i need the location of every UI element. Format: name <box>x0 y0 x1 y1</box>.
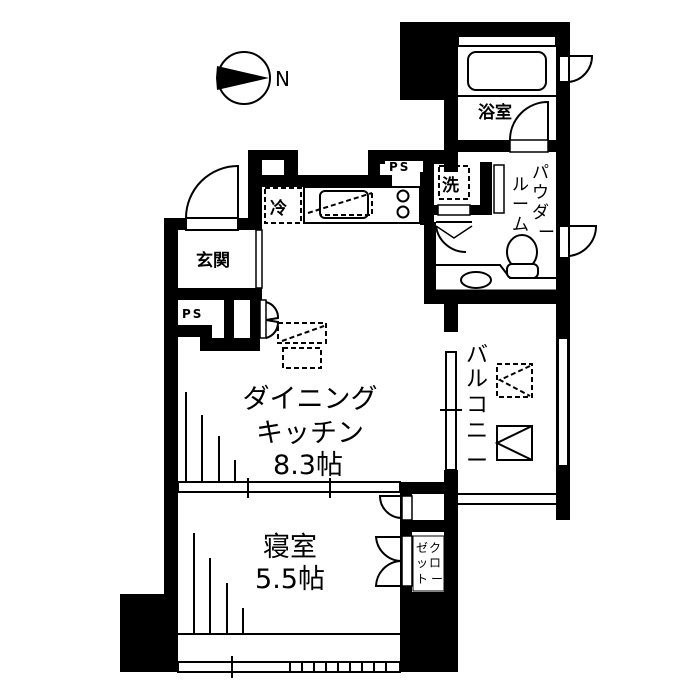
powder-room-label: パ ウ ダ ー ル ー ム <box>512 163 555 243</box>
svg-text:ー: ー <box>538 223 555 243</box>
powder-room-door[interactable] <box>435 221 473 254</box>
stove-burner-icon <box>396 205 410 219</box>
powder-room-exterior-door[interactable] <box>558 225 598 259</box>
compass: N <box>216 51 290 105</box>
ac-outdoor-unit-icon <box>496 363 533 398</box>
dining-kitchen-label: ダイニング キッチン 8.3帖 <box>243 384 378 481</box>
entrance-label: 玄関 <box>196 250 230 271</box>
svg-text:ウ: ウ <box>532 183 549 203</box>
svg-text:ッ: ッ <box>416 556 428 570</box>
bathtub-icon <box>467 51 547 91</box>
svg-text:ー: ー <box>512 195 529 215</box>
bathroom-door[interactable] <box>509 100 549 153</box>
fridge-icon <box>264 187 302 224</box>
svg-text:コ: コ <box>466 393 488 418</box>
svg-text:PS: PS <box>389 160 410 174</box>
bathroom-exterior-door[interactable] <box>558 55 594 83</box>
doors <box>185 55 598 587</box>
washbasin-icon <box>460 271 492 289</box>
svg-text:寝室: 寝室 <box>263 532 317 563</box>
svg-text:PS: PS <box>182 307 203 321</box>
bedroom-step-lines <box>193 533 244 634</box>
svg-text:冷: 冷 <box>270 198 287 219</box>
stove-burner-icon <box>396 189 410 203</box>
closet-door[interactable] <box>374 535 413 587</box>
svg-text:ゼ: ゼ <box>416 541 428 555</box>
north-arrow-icon <box>216 66 269 90</box>
svg-text:ク: ク <box>429 541 441 555</box>
svg-text:バ: バ <box>466 343 488 368</box>
svg-text:ニ: ニ <box>466 419 488 444</box>
svg-text:キッチン: キッチン <box>256 418 364 449</box>
windows <box>177 35 569 678</box>
storage-door[interactable] <box>259 299 280 339</box>
svg-text:ダイニング: ダイニング <box>243 384 378 415</box>
toilet-icon <box>506 234 539 279</box>
bathroom-label: 浴室 <box>478 102 512 123</box>
svg-text:パ: パ <box>532 163 549 183</box>
balcony-label: バ ル コ ニ ー <box>466 343 488 474</box>
svg-text:玄関: 玄関 <box>196 250 230 271</box>
fixtures: 冷 PS 洗 PS <box>178 51 556 634</box>
svg-text:洗: 洗 <box>442 175 459 196</box>
svg-text:ム: ム <box>512 215 529 235</box>
sink-icon <box>319 190 369 219</box>
svg-text:5.5帖: 5.5帖 <box>255 564 325 595</box>
north-label: N <box>275 67 290 91</box>
svg-text:浴室: 浴室 <box>478 102 512 123</box>
svg-text:ロ: ロ <box>429 556 441 570</box>
svg-text:ル: ル <box>512 175 529 195</box>
svg-text:ー: ー <box>466 449 488 474</box>
entrance-door[interactable] <box>185 164 239 231</box>
bedroom-window-ticks <box>289 662 387 672</box>
floor-step-lines <box>185 392 236 482</box>
svg-text:ト: ト <box>416 572 428 586</box>
closet-label: ク ロ ー ゼ ッ ト <box>412 535 445 592</box>
closet-upper-door[interactable] <box>378 495 413 521</box>
svg-text:8.3帖: 8.3帖 <box>273 450 343 481</box>
room-labels: 浴室 玄関 パ ウ ダ ー ル ー ム ダイニング キッチン 8.3帖 バ ル … <box>196 102 555 595</box>
water-heater-icon <box>494 425 533 461</box>
svg-text:ー: ー <box>431 572 443 586</box>
svg-text:ダ: ダ <box>532 203 549 223</box>
bedroom-label: 寝室 5.5帖 <box>255 532 325 595</box>
svg-text:ル: ル <box>466 367 488 392</box>
